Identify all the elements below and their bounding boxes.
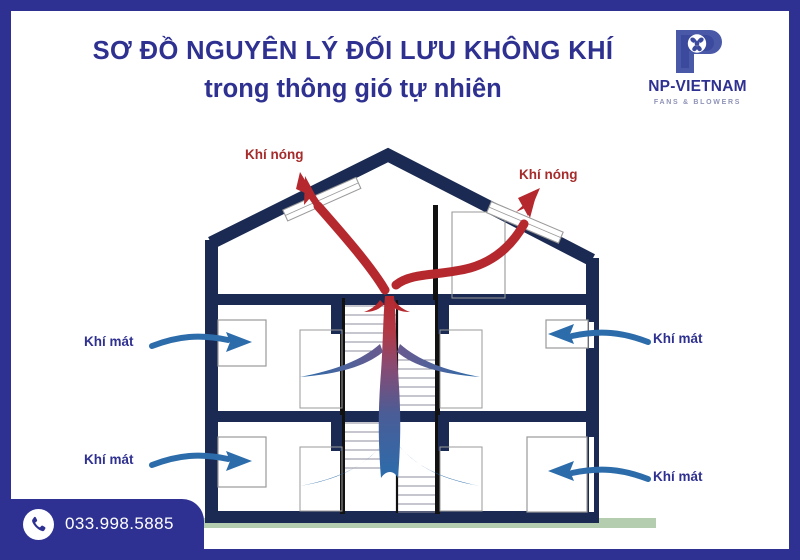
cool-arrow-bottom-right bbox=[548, 461, 651, 482]
cool-arrow-bottom-left bbox=[149, 451, 252, 471]
page-title: SƠ ĐỒ NGUYÊN LÝ ĐỐI LƯU KHÔNG KHÍ trong … bbox=[48, 36, 658, 106]
cool-air-arrows bbox=[149, 324, 651, 482]
np-vietnam-fan-logo-icon bbox=[675, 30, 722, 73]
central-convection-plume bbox=[300, 296, 480, 486]
house-structure bbox=[205, 147, 599, 523]
label-cool-air-bottom-right: Khí mát bbox=[653, 469, 703, 484]
phone-number: 033.998.5885 bbox=[65, 514, 174, 533]
roof-vent-left bbox=[282, 176, 362, 222]
title-line-1: SƠ ĐỒ NGUYÊN LÝ ĐỐI LƯU KHÔNG KHÍ bbox=[92, 37, 614, 65]
logo-brand-name: NP-VIETNAM bbox=[648, 78, 747, 95]
brand-logo: NP-VIETNAM FANS & BLOWERS bbox=[630, 28, 765, 106]
label-cool-air-top-left: Khí mát bbox=[84, 334, 134, 349]
logo-tagline: FANS & BLOWERS bbox=[653, 98, 742, 106]
label-cool-air-top-right: Khí mát bbox=[653, 331, 703, 346]
phone-icon bbox=[23, 508, 54, 540]
contact-banner[interactable]: 033.998.5885 bbox=[11, 499, 204, 549]
hot-air-flow bbox=[296, 172, 540, 312]
label-hot-air-left: Khí nóng bbox=[245, 147, 304, 162]
title-line-2: trong thông gió tự nhiên bbox=[204, 74, 502, 103]
cool-arrow-top-left bbox=[149, 332, 252, 352]
label-hot-air-right: Khí nóng bbox=[519, 167, 578, 182]
cool-arrow-top-right bbox=[548, 324, 651, 345]
label-cool-air-bottom-left: Khí mát bbox=[84, 452, 134, 467]
